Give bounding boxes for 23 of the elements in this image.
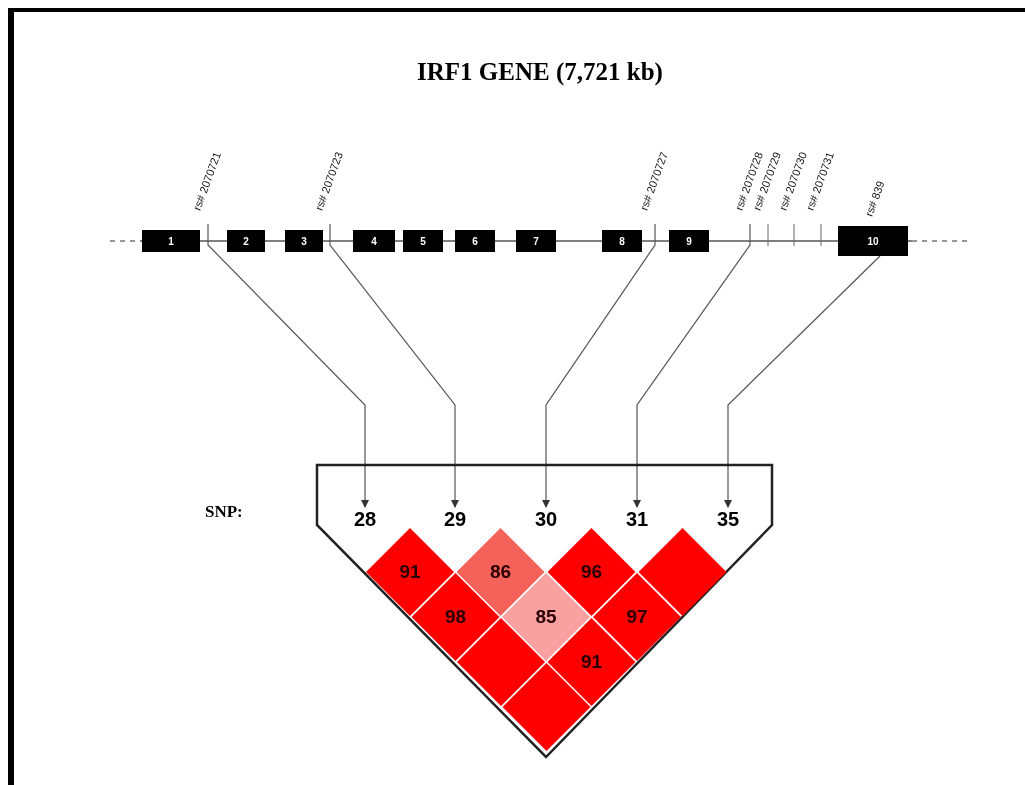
exon-box: 5 — [403, 230, 443, 252]
arrow — [633, 223, 751, 508]
exon-box: 7 — [516, 230, 556, 252]
exon-box: 1 — [142, 230, 200, 252]
exon-box: 3 — [285, 230, 323, 252]
exon-box: 4 — [353, 230, 395, 252]
exon-box: 2 — [227, 230, 265, 252]
snp-number: 35 — [708, 508, 748, 530]
snp-number: 30 — [526, 508, 566, 530]
exon-box: 6 — [455, 230, 495, 252]
arrow — [207, 223, 369, 508]
snp-number: 28 — [345, 508, 385, 530]
arrow — [329, 223, 459, 508]
exon-box: 9 — [669, 230, 709, 252]
exon-box: 10 — [838, 226, 908, 256]
title: IRF1 GENE (7,721 kb) — [416, 58, 664, 86]
arrow — [542, 223, 656, 508]
snp-label: rs# 839 — [862, 179, 887, 218]
snp-number: 31 — [617, 508, 657, 530]
snp-number: 29 — [435, 508, 475, 530]
exon-box: 8 — [602, 230, 642, 252]
axis-label: SNP: — [205, 502, 243, 522]
arrow — [724, 255, 881, 508]
